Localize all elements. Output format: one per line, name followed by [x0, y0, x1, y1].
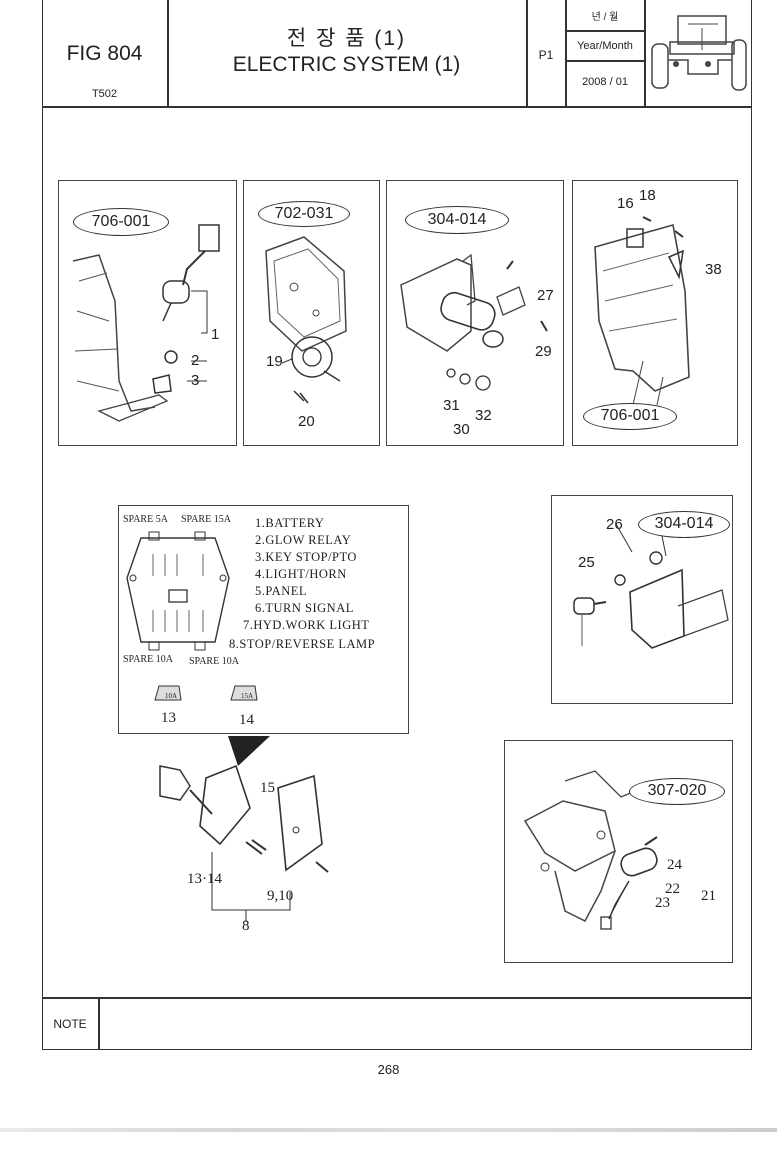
fig-label: FIG 804 — [66, 42, 143, 65]
page-number: 268 — [377, 1062, 400, 1077]
part-number-13-14: 13·14 — [187, 871, 222, 887]
stop-solenoid-drawing — [523, 770, 658, 930]
circuit-item: 1.BATTERY — [255, 516, 325, 530]
part-number-3: 3 — [191, 372, 200, 389]
part-number-24: 24 — [667, 857, 682, 873]
bolt-bracket-drawing — [573, 523, 729, 649]
part-number-25: 25 — [578, 554, 595, 571]
part-number-15: 15 — [260, 780, 275, 796]
header-divider — [565, 30, 645, 32]
part-number-23: 23 — [655, 895, 670, 911]
circuit-item: 3.KEY STOP/PTO — [255, 550, 357, 564]
note-top-rule — [42, 997, 752, 999]
diagram-panel-706-001-relay: 16 18 38 706-001 — [572, 180, 738, 446]
year-month-korean: 년 / 월 — [591, 12, 619, 23]
fuse-label-spare-10a: SPARE 10A — [189, 656, 239, 667]
page-code: P1 — [538, 48, 554, 62]
part-number-29: 29 — [535, 343, 552, 360]
part-number-9-10: 9,10 — [267, 888, 294, 904]
fuse-box-drawing — [126, 531, 258, 701]
diagram-panel-304-014: 304-014 27 29 31 30 32 — [386, 180, 564, 446]
diagram-panel-706-001: 706-001 1 2 3 — [58, 180, 237, 446]
part-number-21: 21 — [701, 888, 716, 904]
model-code: T502 — [91, 88, 118, 100]
header-divider — [565, 60, 645, 62]
part-number-18: 18 — [639, 187, 656, 204]
title-english: ELECTRIC SYSTEM (1) — [232, 53, 461, 76]
callout-706-001-bottom: 706-001 — [583, 403, 677, 430]
fuse-label-spare-10a: SPARE 10A — [123, 654, 173, 665]
part-number-19: 19 — [266, 353, 283, 370]
fuse-13-rating: 10A — [164, 692, 178, 700]
horn-bracket-drawing — [265, 236, 347, 404]
circuit-item: 4.LIGHT/HORN — [255, 567, 347, 581]
part-number-31: 31 — [443, 397, 460, 414]
tractor-icon — [651, 15, 747, 91]
date-value: 2008 / 01 — [582, 76, 628, 88]
part-number-16: 16 — [617, 195, 634, 212]
circuit-item: 2.GLOW RELAY — [255, 533, 352, 547]
wiring-harness-drawing — [72, 224, 220, 422]
part-number-20: 20 — [298, 413, 315, 430]
circuit-item: 7.HYD.WORK LIGHT — [243, 618, 370, 632]
callout-307-020: 307-020 — [629, 778, 725, 805]
year-month-label: Year/Month — [577, 40, 633, 52]
callout-706-001: 706-001 — [73, 208, 169, 236]
relay-frame-drawing — [594, 216, 690, 406]
bracket-pipe-drawing — [400, 253, 548, 391]
fuse-14-rating: 15A — [240, 692, 254, 700]
part-number-26: 26 — [606, 516, 623, 533]
title-korean: 전 장 품 (1) — [286, 27, 407, 50]
part-number-22: 22 — [665, 881, 680, 897]
part-number-32: 32 — [475, 407, 492, 424]
fuse-box-panel: SPARE 5A SPARE 15A SPARE 10A SPARE 10A 1… — [118, 505, 409, 734]
diagram-panel-702-031: 702-031 19 20 — [243, 180, 380, 446]
circuit-item: 5.PANEL — [255, 584, 308, 598]
callout-702-031: 702-031 — [258, 201, 350, 227]
diagram-panel-307-020: 307-020 24 22 21 23 — [504, 740, 733, 963]
fuse-label-spare-5a: SPARE 5A — [123, 514, 168, 525]
diagram-panel-304-014-bolt: 26 25 304-014 — [551, 495, 733, 704]
callout-304-014-bolt: 304-014 — [638, 511, 730, 538]
header-divider — [526, 0, 528, 106]
part-number-2: 2 — [191, 352, 200, 369]
header-divider — [565, 0, 567, 106]
part-number-30: 30 — [453, 421, 470, 438]
pointer-arrow — [228, 736, 270, 766]
circuit-item: 8.STOP/REVERSE LAMP — [229, 637, 376, 651]
part-number-38: 38 — [705, 261, 722, 278]
page-frame — [42, 0, 752, 1050]
part-number-27: 27 — [537, 287, 554, 304]
note-divider — [98, 997, 100, 1050]
header-bottom-rule — [42, 106, 752, 108]
header-divider — [644, 0, 646, 106]
scan-edge-artifact — [0, 1128, 777, 1132]
header-divider — [167, 0, 169, 106]
part-number-13: 13 — [161, 710, 176, 726]
callout-304-014: 304-014 — [405, 206, 509, 234]
fuse-label-spare-15a: SPARE 15A — [181, 514, 231, 525]
note-label: NOTE — [53, 1017, 87, 1031]
part-number-14: 14 — [239, 712, 254, 728]
part-number-8: 8 — [242, 918, 250, 934]
circuit-item: 6.TURN SIGNAL — [255, 601, 354, 615]
fuse-holder-drawing — [159, 764, 329, 922]
part-number-1: 1 — [211, 326, 220, 343]
